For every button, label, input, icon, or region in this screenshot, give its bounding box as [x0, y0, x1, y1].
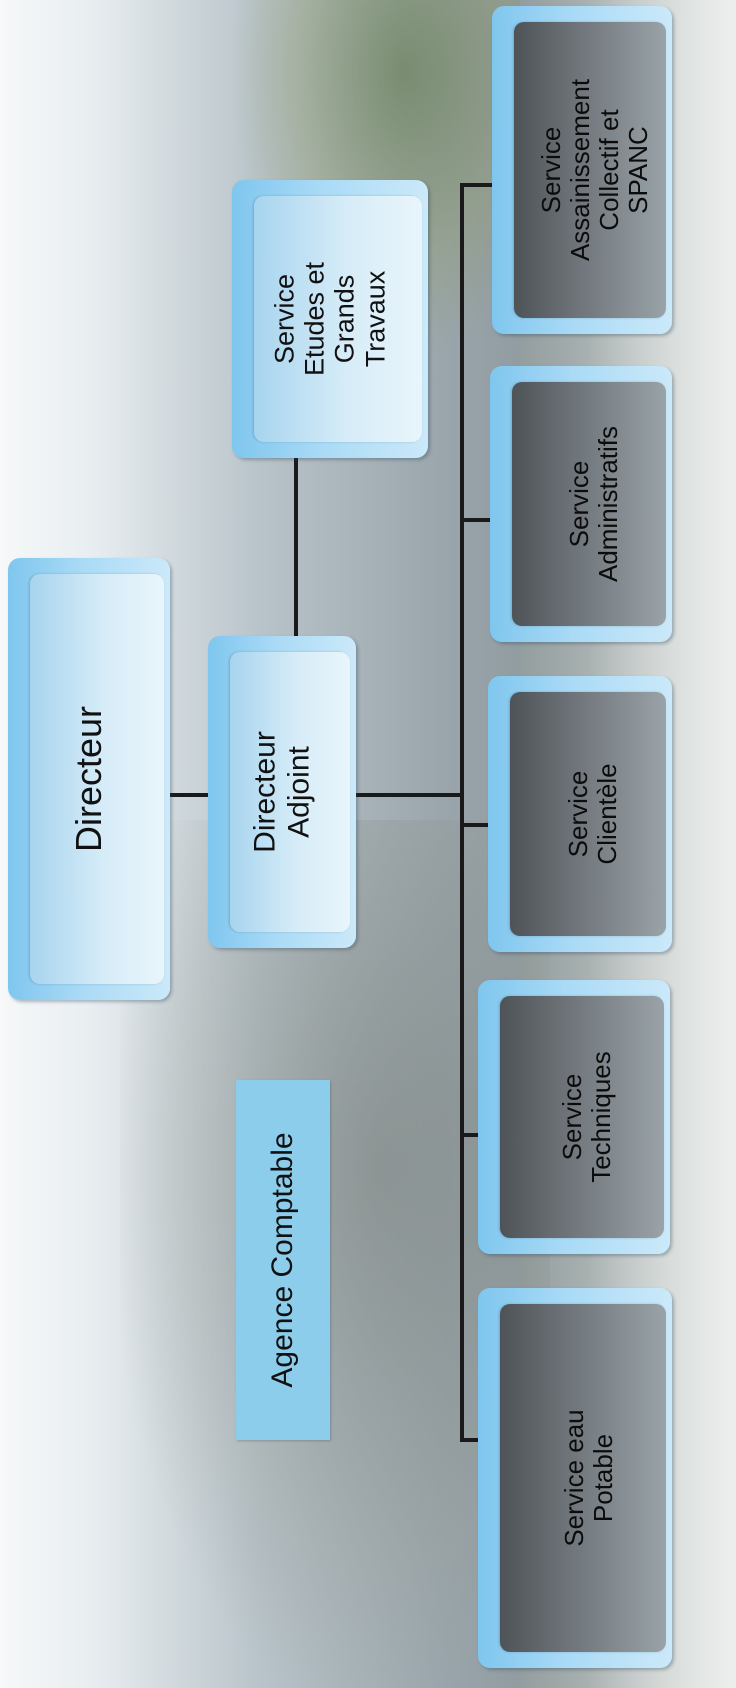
agence-comptable-label: Agence Comptable [266, 1132, 300, 1388]
service-etudes-box: Service Etudes et Grands Travaux [232, 180, 428, 458]
agence-comptable-box: Agence Comptable [236, 1080, 330, 1440]
service-techniques-box: Service Techniques [478, 980, 670, 1254]
service-assainissement-box: Service Assainissement Collectif et SPAN… [492, 6, 672, 334]
service-clientele-box: Service Clientèle [488, 676, 672, 952]
directeur-adjoint-box: Directeur Adjoint [208, 636, 356, 948]
service-etudes-label: Service Etudes et Grands Travaux [269, 261, 391, 377]
directeur-label: Directeur [67, 705, 109, 853]
service-administratifs-box: Service Administratifs [490, 366, 672, 642]
service-administratifs-label: Service Administratifs [563, 425, 623, 583]
service-clientele-label: Service Clientèle [562, 763, 622, 865]
service-eau-label: Service eau Potable [558, 1409, 618, 1547]
service-techniques-label: Service Techniques [557, 1051, 617, 1183]
directeur-box: Directeur [8, 558, 170, 1000]
service-assainissement-label: Service Assainissement Collectif et SPAN… [535, 78, 653, 262]
directeur-adjoint-label: Directeur Adjoint [248, 731, 315, 853]
service-eau-box: Service eau Potable [478, 1288, 672, 1668]
